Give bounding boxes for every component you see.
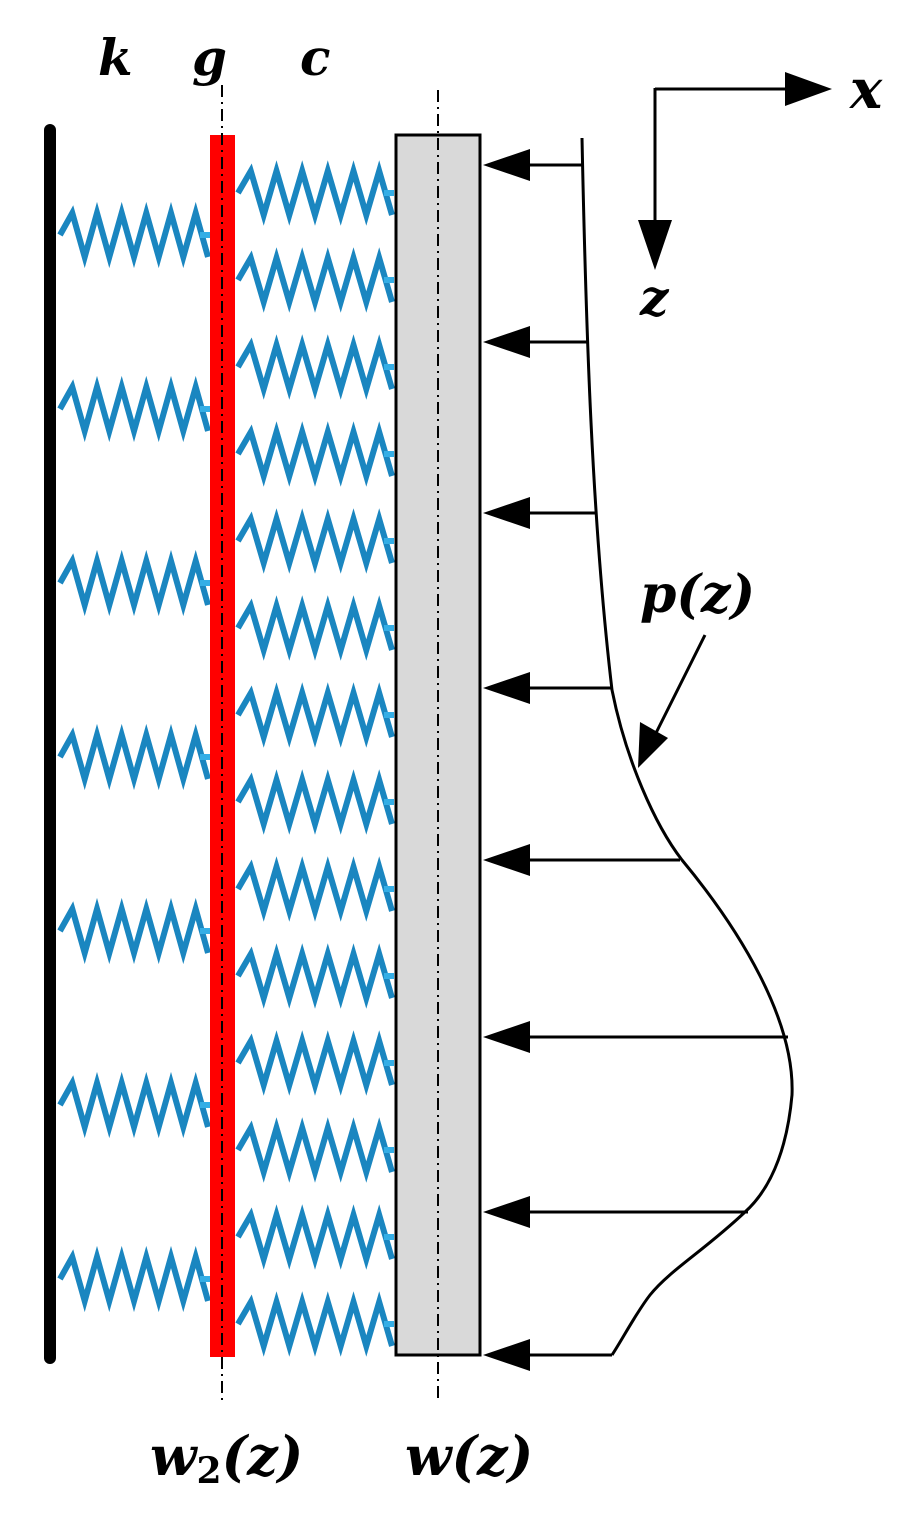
c-spring	[235, 1204, 395, 1270]
load-label-pointer-line	[653, 634, 707, 736]
label-z-axis: z	[639, 268, 670, 327]
label-load: p(z)	[640, 564, 755, 625]
c-spring	[235, 856, 395, 922]
load-arrow-head	[483, 497, 530, 529]
c-spring	[235, 1291, 395, 1357]
k-spring	[57, 201, 211, 269]
label-w2-main: w	[150, 1424, 199, 1488]
label-w: w(z)	[405, 1424, 533, 1488]
k-spring	[57, 1245, 211, 1313]
c-spring	[235, 334, 395, 400]
load-arrow-head	[483, 672, 530, 704]
c-spring	[235, 1030, 395, 1096]
load-label-pointer-arrowhead	[638, 722, 668, 768]
k-spring	[57, 723, 211, 791]
c-spring	[235, 682, 395, 748]
load-distribution-curve	[580, 137, 794, 1356]
c-spring	[235, 595, 395, 661]
load-arrow-head	[483, 326, 530, 358]
label-w2: w2(z)	[150, 1424, 303, 1492]
load-arrow-head	[483, 149, 530, 181]
k-spring	[57, 897, 211, 965]
k-spring	[57, 549, 211, 617]
load-arrow-head	[483, 1021, 530, 1053]
c-spring	[235, 769, 395, 835]
c-spring	[235, 421, 395, 487]
shear-layer-g	[210, 135, 235, 1357]
c-spring-group	[235, 160, 395, 1357]
k-spring	[57, 375, 211, 443]
c-spring	[235, 160, 395, 226]
k-spring	[57, 1071, 211, 1139]
load-arrow-head	[483, 844, 530, 876]
x-axis-arrowhead	[785, 72, 832, 106]
label-w2-subscript: 2	[197, 1450, 222, 1492]
c-spring	[235, 943, 395, 1009]
label-g: g	[192, 28, 227, 87]
k-spring-group	[57, 201, 211, 1313]
label-x-axis: x	[849, 57, 883, 121]
label-k: k	[98, 28, 133, 87]
load-arrow-head	[483, 1196, 530, 1228]
coordinate-axes	[638, 72, 832, 270]
label-c: c	[300, 28, 330, 87]
load-arrow-group	[483, 149, 788, 1371]
label-w2-argument: (z)	[222, 1424, 304, 1488]
c-spring	[235, 247, 395, 313]
c-spring	[235, 508, 395, 574]
c-spring	[235, 1117, 395, 1183]
z-axis-arrowhead	[638, 220, 672, 270]
load-arrow-head	[483, 1339, 530, 1371]
